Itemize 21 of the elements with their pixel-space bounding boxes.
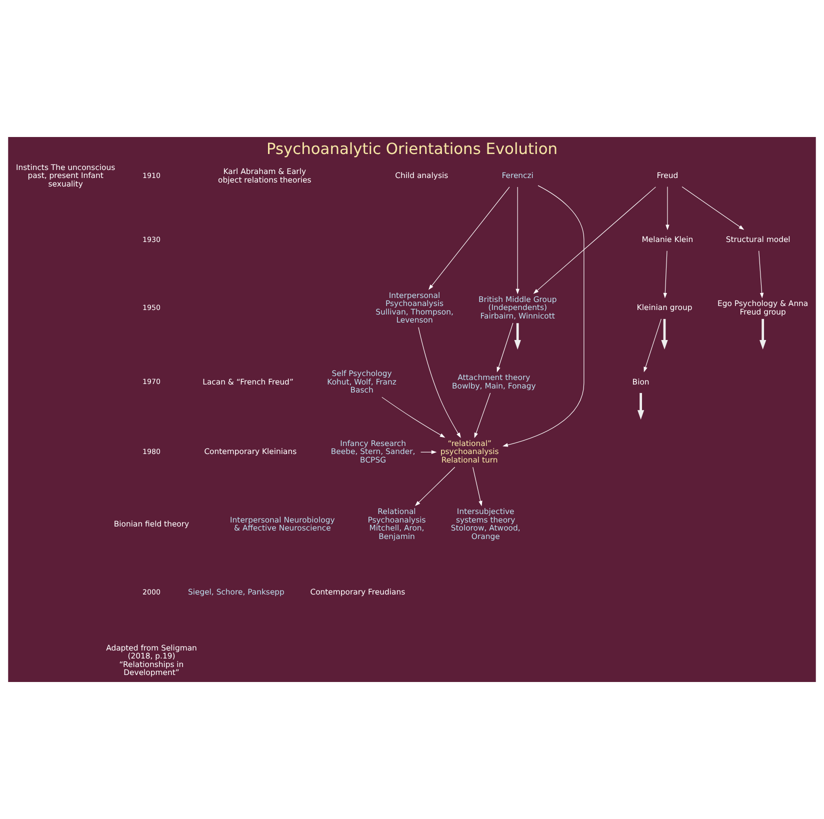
arrow xyxy=(502,185,584,447)
arrow xyxy=(516,186,520,294)
arrow xyxy=(472,466,482,506)
arrow xyxy=(760,318,766,350)
arrow xyxy=(514,323,521,350)
diagram-title: Psychoanalytic Orientations Evolution xyxy=(266,140,558,158)
arrow xyxy=(474,392,491,438)
arrow xyxy=(637,392,644,420)
arrow xyxy=(533,186,656,294)
arrow xyxy=(758,250,764,298)
arrow xyxy=(420,450,437,454)
arrow xyxy=(644,318,662,372)
arrow xyxy=(661,318,668,350)
arrow xyxy=(682,186,744,230)
arrow xyxy=(666,186,670,230)
arrow xyxy=(418,327,461,438)
arrow xyxy=(415,466,456,506)
arrow xyxy=(496,322,514,372)
arrow xyxy=(663,250,668,298)
arrow xyxy=(382,396,446,438)
arrow xyxy=(428,186,510,290)
